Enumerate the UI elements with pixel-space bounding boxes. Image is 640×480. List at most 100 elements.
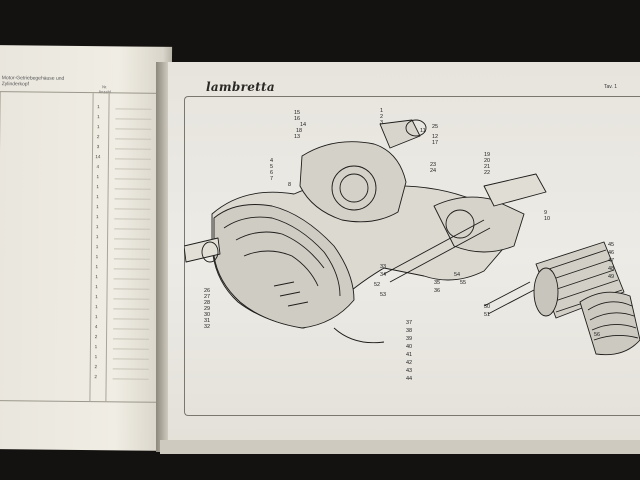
- callout-number: 6: [270, 170, 273, 176]
- callout-number: 37: [406, 320, 412, 326]
- entry-line: [113, 318, 150, 320]
- callout-number: 11: [420, 128, 426, 134]
- callout-number: 8: [288, 182, 291, 188]
- diagram-frame: [184, 96, 640, 416]
- part-quantity: 2: [94, 374, 97, 380]
- bolt-line: [287, 301, 309, 307]
- entry-line: [114, 228, 151, 230]
- callout-number: 29: [204, 306, 210, 312]
- callout-number: 16: [294, 116, 300, 122]
- part-quantity: 1: [95, 244, 99, 250]
- callout-number: 42: [406, 360, 412, 366]
- entry-line: [115, 138, 152, 140]
- callout-number: 4: [270, 158, 273, 164]
- stud-line: [487, 289, 535, 315]
- entry-line: [113, 338, 150, 340]
- callout-number: 45: [608, 242, 614, 248]
- callout-number: 5: [270, 164, 273, 170]
- part-quantity: 2: [94, 334, 98, 340]
- callout-number: 34: [380, 272, 386, 278]
- entry-line: [115, 108, 152, 110]
- crank-bearing: [445, 209, 475, 239]
- entry-line: [115, 118, 152, 120]
- callout-number: 36: [434, 288, 440, 294]
- crankshaft-shape: [483, 173, 547, 207]
- entry-line: [114, 238, 151, 240]
- part-quantity: 1: [94, 354, 98, 360]
- callout-number: 13: [294, 134, 300, 140]
- carburettor-shape: [379, 119, 421, 149]
- callout-number: 41: [406, 352, 412, 358]
- callout-number: 32: [204, 324, 210, 330]
- part-quantity: 1: [95, 294, 98, 300]
- callout-number: 54: [454, 272, 460, 278]
- part-quantity: 1: [94, 344, 98, 350]
- part-quantity: 1: [95, 254, 99, 260]
- part-quantity: 1: [96, 124, 100, 130]
- part-quantity: 1: [96, 194, 99, 200]
- stud-line: [483, 281, 531, 307]
- entry-line: [114, 178, 151, 180]
- callout-number: 23: [430, 162, 436, 168]
- callout-number: 33: [380, 264, 386, 270]
- cover-rib: [223, 216, 341, 297]
- entry-line: [112, 348, 149, 350]
- entry-line: [112, 378, 149, 380]
- part-quantity: 14: [95, 154, 101, 160]
- entry-line: [114, 168, 151, 170]
- callout-number: 48: [608, 266, 614, 272]
- callout-numbers: 1516141813123456789101112171920212223242…: [204, 108, 614, 382]
- left-page: Motor-Getriebegehäuse und Zylinderkopf N…: [0, 45, 173, 451]
- plate-number: Tav. 1: [604, 84, 617, 90]
- entry-line: [113, 278, 150, 280]
- part-quantity: 1: [95, 264, 99, 270]
- entry-line: [112, 368, 149, 370]
- part-quantity: 1: [96, 214, 99, 220]
- callout-number: 43: [406, 368, 412, 374]
- part-quantity: 1: [97, 114, 100, 120]
- callout-number: 44: [406, 376, 412, 382]
- callout-number: 38: [406, 328, 412, 334]
- callout-number: 10: [544, 216, 550, 222]
- callout-number: 21: [484, 164, 490, 170]
- callout-number: 3: [380, 120, 383, 126]
- callout-number: 22: [484, 170, 490, 176]
- callout-number: 1: [380, 108, 383, 114]
- entry-line: [113, 308, 150, 310]
- entry-line: [113, 328, 150, 330]
- entry-line: [113, 248, 150, 250]
- page-edge: [160, 440, 640, 454]
- callout-number: 28: [204, 300, 210, 306]
- gasket-curve: [333, 327, 385, 344]
- callout-number: 19: [484, 152, 490, 158]
- entry-line: [112, 358, 149, 360]
- housing-bore: [331, 165, 377, 211]
- part-quantity: 1: [96, 174, 100, 180]
- part-quantity: 4: [94, 324, 98, 330]
- callout-number: 47: [608, 258, 614, 264]
- callout-number: 27: [204, 294, 210, 300]
- callout-number: 31: [204, 318, 210, 324]
- bolt-line: [273, 281, 295, 287]
- shaft-flange: [201, 241, 219, 263]
- callout-number: 12: [432, 134, 438, 140]
- stud-line: [389, 227, 491, 283]
- entry-line: [115, 148, 152, 150]
- callout-number: 26: [204, 288, 210, 294]
- entry-line: [113, 268, 150, 270]
- part-quantity: 3: [96, 144, 100, 150]
- upper-housing-shape: [299, 141, 407, 223]
- part-quantity: 1: [96, 184, 99, 190]
- callout-number: 40: [406, 344, 412, 350]
- callout-number: 49: [608, 274, 614, 280]
- part-quantity: 2: [96, 134, 100, 140]
- part-quantity: 1: [95, 274, 99, 280]
- cylinder-head-group: [579, 291, 640, 356]
- callout-number: 15: [294, 110, 300, 116]
- exploded-engine-diagram: 1516141813123456789101112171920212223242…: [184, 108, 640, 382]
- part-quantity: 1: [96, 204, 99, 210]
- callout-number: 52: [374, 282, 380, 288]
- housing-bore-inner: [339, 173, 369, 203]
- callout-number: 51: [484, 312, 490, 318]
- callout-number: 55: [460, 280, 466, 286]
